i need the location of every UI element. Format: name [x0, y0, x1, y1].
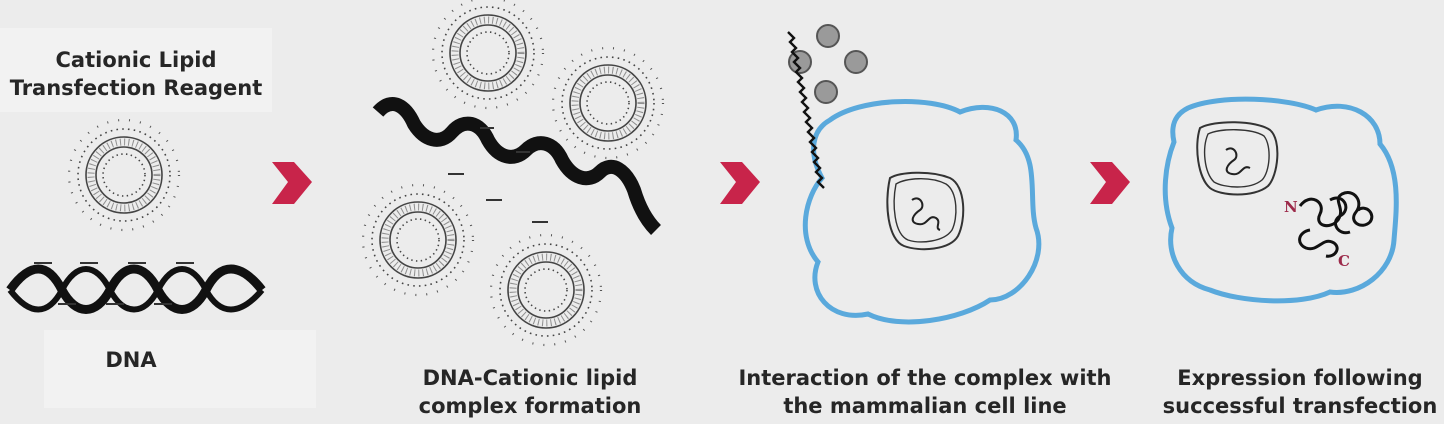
- liposome-icon: [553, 48, 663, 158]
- process-arrow-icon: [720, 162, 760, 204]
- reagent-label-line1: Cationic Lipid: [55, 48, 217, 72]
- liposome-icon: [433, 0, 543, 108]
- reagent-label-panel: [0, 28, 272, 112]
- step2-caption-line2: complex formation: [418, 394, 642, 418]
- liposome-icon: [69, 120, 179, 230]
- process-arrow-icon: [1090, 162, 1130, 204]
- protein-c-terminus: C: [1338, 252, 1350, 270]
- step3-caption: Interaction of the complex with the mamm…: [730, 364, 1120, 420]
- process-arrow-icon: [272, 162, 312, 204]
- reagent-label: Cationic Lipid Transfection Reagent: [0, 46, 272, 102]
- cell-icon: [1162, 96, 1399, 304]
- reagent-label-line2: Transfection Reagent: [9, 76, 263, 100]
- step2-caption-line1: DNA-Cationic lipid: [422, 366, 638, 390]
- step4-caption-line1: Expression following: [1177, 366, 1423, 390]
- dna-label-panel: [44, 330, 316, 408]
- protein-n-terminus: N: [1284, 198, 1298, 216]
- liposome-icon: [491, 235, 601, 345]
- step4-caption: Expression following successful transfec…: [1156, 364, 1444, 420]
- dna-lipid-complex-icon: [787, 24, 868, 189]
- dna-label: DNA: [105, 348, 157, 372]
- dna-helix-icon: [6, 262, 266, 314]
- step2-caption: DNA-Cationic lipid complex formation: [380, 364, 680, 420]
- step4-caption-line2: successful transfection: [1162, 394, 1438, 418]
- step3-caption-line2: the mammalian cell line: [783, 394, 1067, 418]
- step3-caption-line1: Interaction of the complex with: [738, 366, 1112, 390]
- protein-icon: N C: [1284, 191, 1374, 270]
- nucleus-icon: [886, 171, 965, 251]
- dna-helix-icon: [372, 97, 662, 235]
- liposome-icon: [363, 185, 473, 295]
- nucleus-icon: [1196, 121, 1279, 196]
- cell-icon: [802, 99, 1042, 325]
